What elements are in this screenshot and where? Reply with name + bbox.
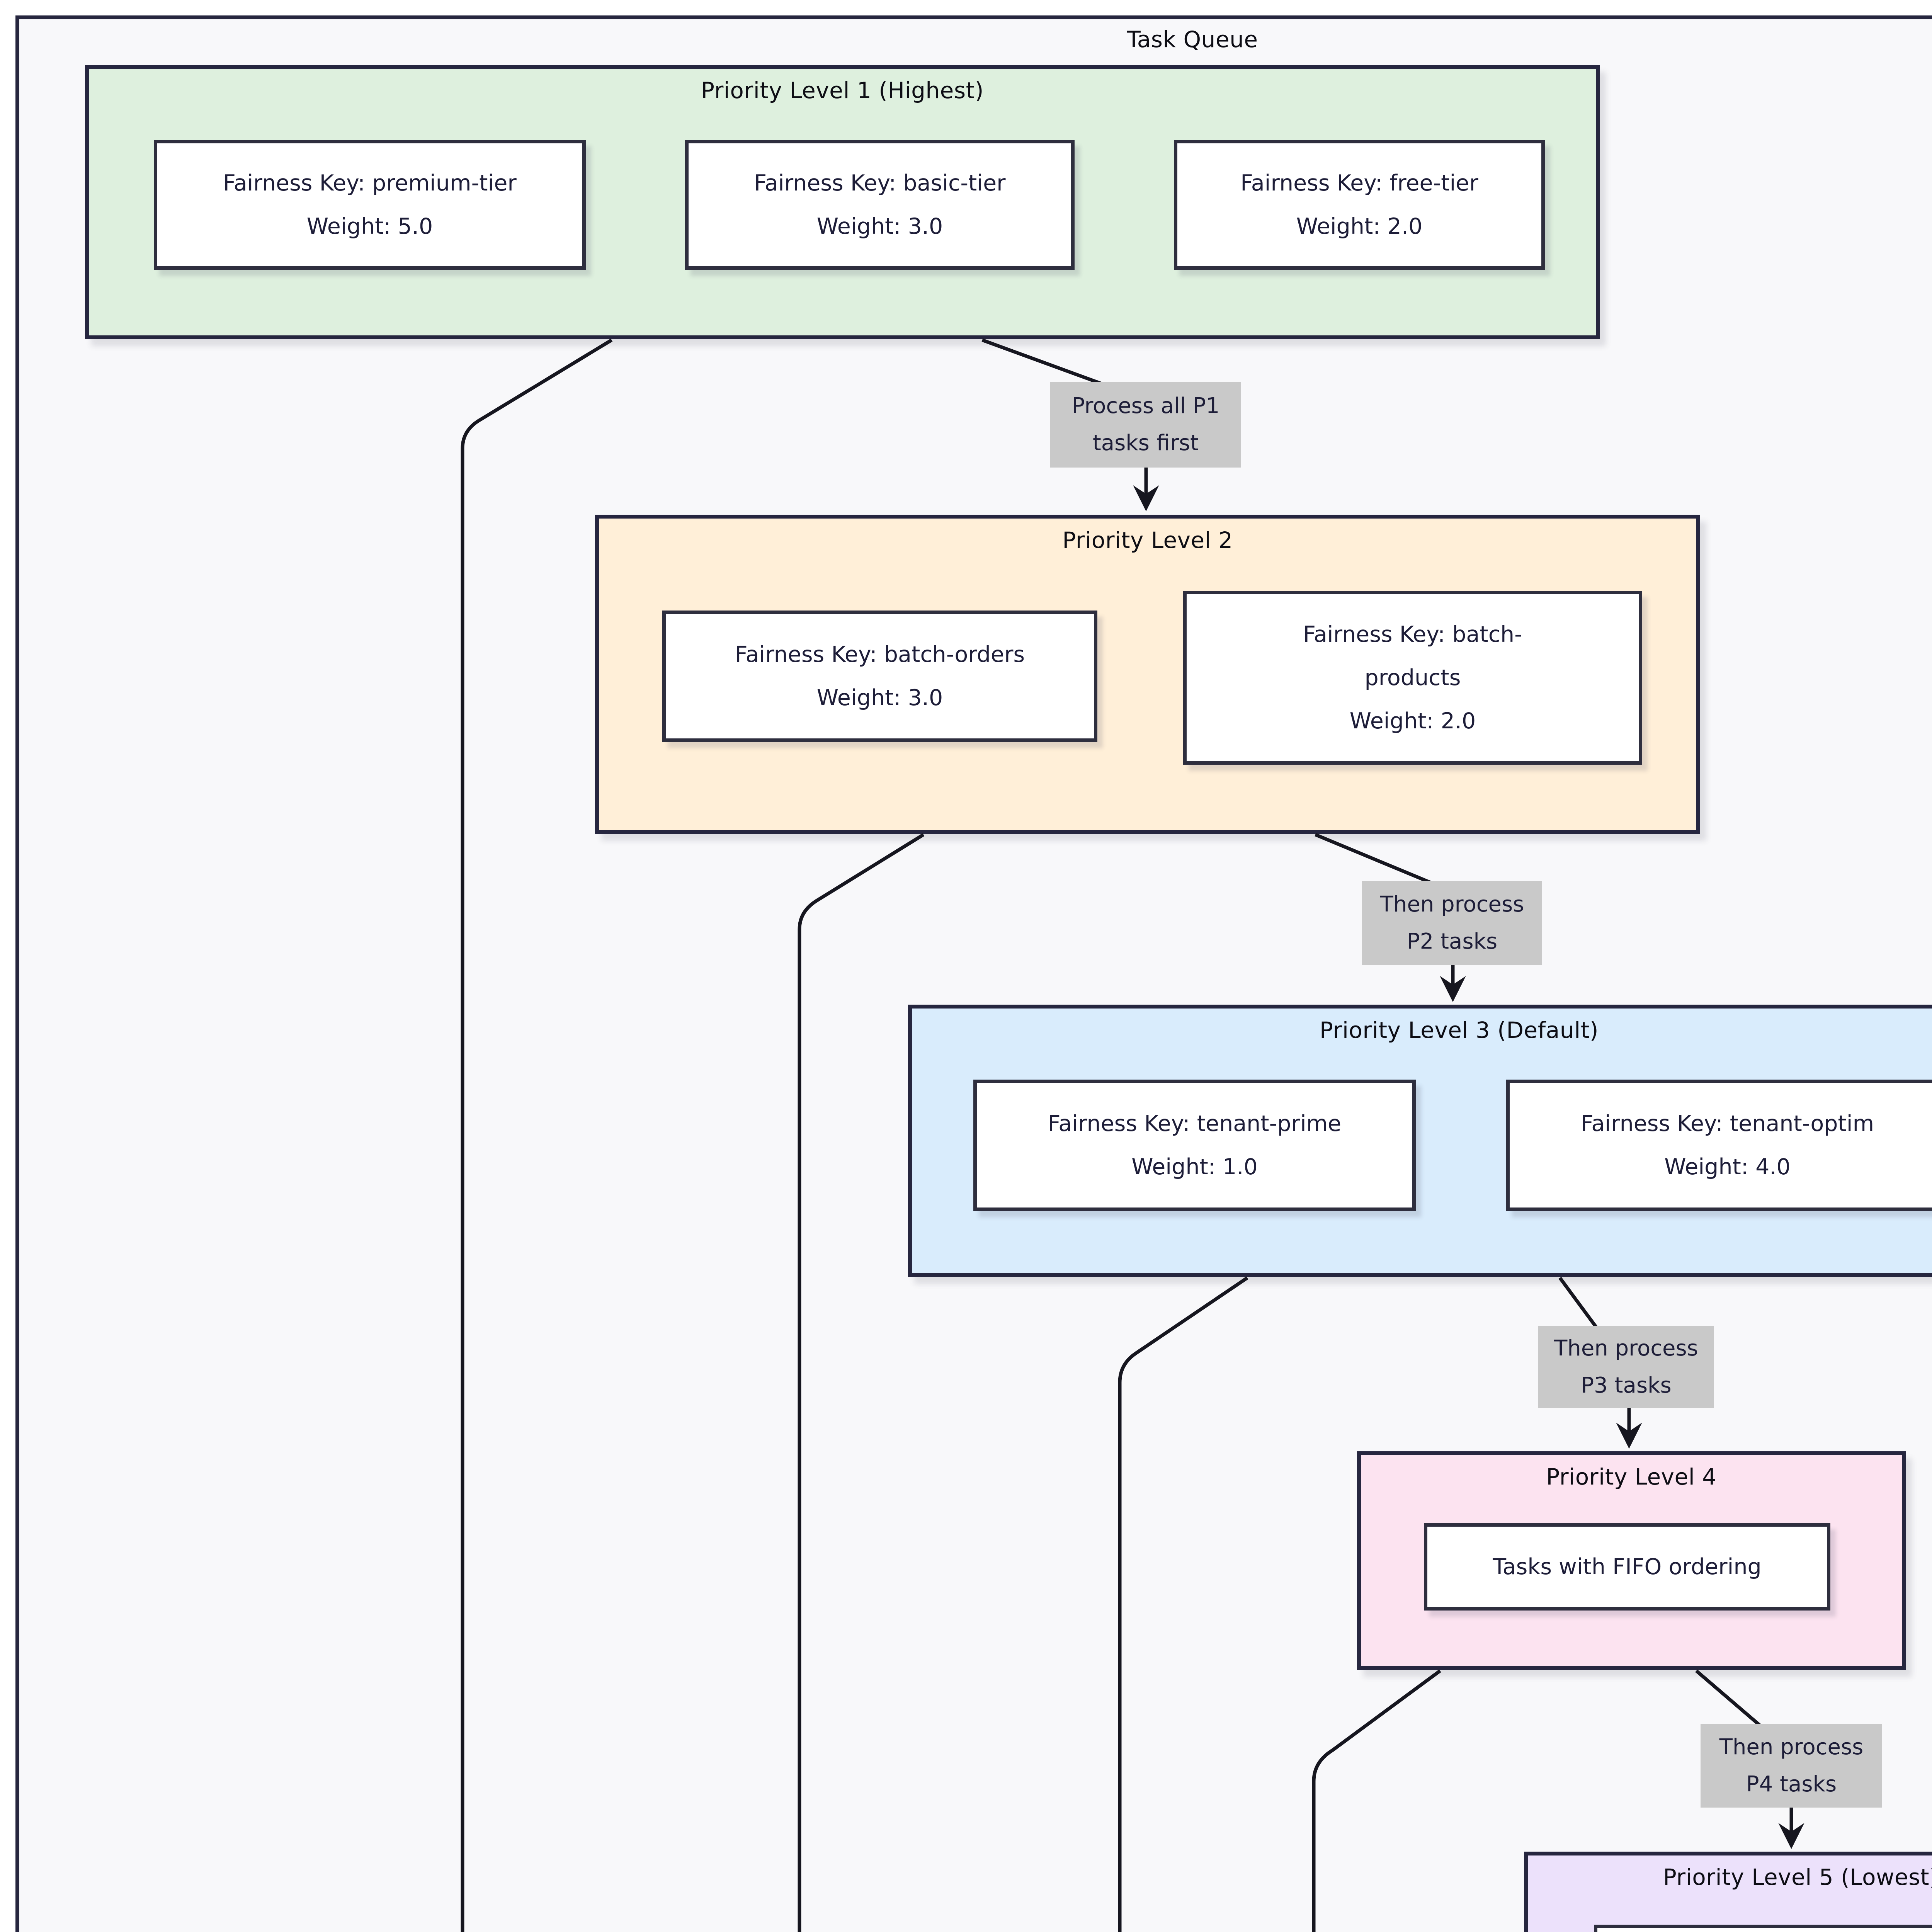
node-text-line: Fairness Key: batch-orders <box>735 642 1025 667</box>
edge-label-line: P2 tasks <box>1406 929 1498 954</box>
node-basic-tier: Fairness Key: basic-tier Weight: 3.0 <box>685 140 1075 270</box>
edge-label-line: Then process <box>1380 892 1524 917</box>
node-text-line: Weight: 4.0 <box>1664 1154 1791 1180</box>
node-tenant-prime: Fairness Key: tenant-prime Weight: 1.0 <box>973 1080 1416 1211</box>
node-premium-tier: Fairness Key: premium-tier Weight: 5.0 <box>154 140 586 270</box>
node-text-line: Fairness Key: tenant-prime <box>1048 1111 1342 1136</box>
edge-label-line: Then process <box>1719 1735 1864 1760</box>
cluster-title-task-queue: Task Queue <box>1127 26 1258 53</box>
node-text-line: Weight: 5.0 <box>306 214 433 239</box>
edge-label-line: Process all P1 <box>1071 393 1220 418</box>
node-text-line: Weight: 1.0 <box>1131 1154 1258 1180</box>
node-tenant-optim: Fairness Key: tenant-optim Weight: 4.0 <box>1506 1080 1932 1211</box>
node-text-line: products <box>1364 665 1461 690</box>
node-text-line: Fairness Key: batch- <box>1303 622 1522 647</box>
edge-label-line: P3 tasks <box>1581 1373 1672 1398</box>
node-fifo-p5: Tasks with FIFO ordering <box>1594 1925 1932 1932</box>
cluster-title-priority-5: Priority Level 5 (Lowest) <box>1663 1864 1932 1890</box>
cluster-title-priority-2: Priority Level 2 <box>1062 527 1233 553</box>
cluster-priority-5: Priority Level 5 (Lowest) Tasks with FIF… <box>1524 1852 1932 1932</box>
cluster-title-priority-3: Priority Level 3 (Default) <box>1320 1017 1599 1043</box>
node-text-line: Weight: 3.0 <box>816 214 943 239</box>
edge-label-then-process-p2: Then process P2 tasks <box>1362 881 1542 965</box>
node-text-line: Weight: 2.0 <box>1296 214 1423 239</box>
node-text-line: Fairness Key: basic-tier <box>754 170 1006 196</box>
node-free-tier: Fairness Key: free-tier Weight: 2.0 <box>1174 140 1545 270</box>
edge-label-line: P4 tasks <box>1746 1772 1837 1797</box>
edge-label-then-process-p3: Then process P3 tasks <box>1538 1326 1714 1408</box>
node-batch-products: Fairness Key: batch- products Weight: 2.… <box>1183 591 1642 765</box>
edge-label-line: tasks first <box>1092 430 1199 456</box>
cluster-title-priority-4: Priority Level 4 <box>1546 1464 1717 1490</box>
node-batch-orders: Fairness Key: batch-orders Weight: 3.0 <box>662 611 1097 742</box>
node-text-line: Fairness Key: tenant-optim <box>1580 1111 1874 1136</box>
cluster-priority-4: Priority Level 4 Tasks with FIFO orderin… <box>1357 1451 1906 1670</box>
cluster-priority-3: Priority Level 3 (Default) Fairness Key:… <box>908 1005 1932 1277</box>
cluster-title-priority-1: Priority Level 1 (Highest) <box>701 77 984 104</box>
cluster-priority-2: Priority Level 2 Fairness Key: batch-ord… <box>595 515 1700 834</box>
node-text-line: Fairness Key: free-tier <box>1240 170 1478 196</box>
node-text-line: Weight: 2.0 <box>1349 708 1476 734</box>
node-text-line: Weight: 3.0 <box>816 685 943 711</box>
edge-label-process-all-p1: Process all P1 tasks first <box>1050 382 1241 468</box>
node-fifo-p4: Tasks with FIFO ordering <box>1424 1523 1830 1611</box>
node-text-line: Fairness Key: premium-tier <box>223 170 517 196</box>
edge-label-line: Then process <box>1554 1336 1698 1361</box>
edge-label-then-process-p4: Then process P4 tasks <box>1701 1724 1882 1808</box>
cluster-priority-1: Priority Level 1 (Highest) Fairness Key:… <box>85 65 1600 339</box>
node-text-line: Tasks with FIFO ordering <box>1493 1554 1762 1580</box>
